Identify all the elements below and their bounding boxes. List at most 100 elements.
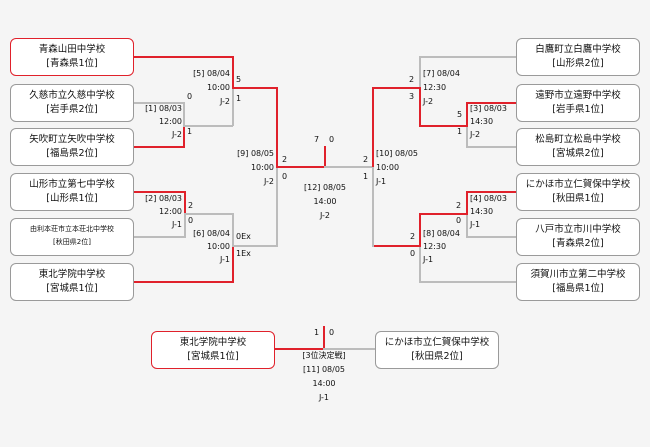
match-time: 12:00 <box>158 117 182 126</box>
team-name: 須賀川市立第二中学校 <box>530 269 626 280</box>
match-time: 14:00 <box>312 379 336 388</box>
team-box-yamagata7: 山形市立第七中学校 [山形県1位] <box>10 173 134 211</box>
team-box-tohoku-third: 東北学院中学校 [宮城県1位] <box>151 331 275 369</box>
match-score: 0Ex <box>236 232 251 241</box>
bracket-line-winner <box>134 56 234 58</box>
bracket-line-winner <box>419 125 468 127</box>
bracket-line <box>323 348 375 350</box>
bracket-line <box>184 214 186 237</box>
team-box-nikaho-third: にかほ市立仁賀保中学校 [秋田県2位] <box>375 331 499 369</box>
bracket-line <box>419 281 516 283</box>
match-score: 0 <box>329 328 335 337</box>
match-time: 10:00 <box>206 242 230 251</box>
bracket-line-winner <box>466 191 516 193</box>
bracket-line-winner <box>372 87 374 167</box>
bracket-line <box>276 167 278 247</box>
match-score: 2 <box>409 75 415 84</box>
bracket-line-winner <box>419 213 421 246</box>
team-box-matsushima: 松島町立松島中学校 [宮城県2位] <box>516 128 640 166</box>
match-number: [11] 08/05 <box>302 365 346 374</box>
bracket-line <box>419 56 516 58</box>
match-court: J-2 <box>263 177 274 186</box>
match-score: 3 <box>409 92 415 101</box>
match-score: 2 <box>188 201 194 210</box>
match-score: 0 <box>187 92 193 101</box>
team-prefecture: [福島県2位] <box>46 148 98 159</box>
bracket-line-winner <box>134 281 234 283</box>
bracket-line-winner <box>232 87 278 89</box>
match-score: 0 <box>456 216 462 225</box>
match-score: 5 <box>457 110 463 119</box>
bracket-line-winner <box>419 88 421 126</box>
match-court: J-1 <box>376 177 387 186</box>
team-box-tono: 遠野市立遠野中学校 [岩手県1位] <box>516 84 640 122</box>
bracket-line <box>466 236 516 238</box>
match-court: J-2 <box>219 97 230 106</box>
bracket-line-winner <box>232 246 234 283</box>
team-prefecture: [青森県2位] <box>552 238 604 249</box>
team-box-tohoku-left: 東北学院中学校 [宮城県1位] <box>10 263 134 301</box>
bracket-line-winner <box>373 87 421 89</box>
match-court: J-2 <box>470 130 481 139</box>
team-prefecture: [宮城県2位] <box>552 148 604 159</box>
match-number: [5] 08/04 <box>193 69 230 78</box>
bracket-line-winner <box>134 191 186 193</box>
bracket-line <box>466 127 468 148</box>
team-box-kuji: 久慈市立久慈中学校 [岩手県2位] <box>10 84 134 122</box>
match-score: 0 <box>188 216 194 225</box>
bracket-line-winner <box>276 87 278 167</box>
match-score: 5 <box>236 75 242 84</box>
team-prefecture: [山形県1位] <box>46 193 98 204</box>
match-court: J-2 <box>423 97 434 106</box>
match-number: [2] 08/03 <box>145 194 182 203</box>
third-place-title: [3位決定戦] <box>302 351 346 360</box>
team-prefecture: [秋田県1位] <box>552 193 604 204</box>
bracket-line-winner <box>466 102 516 104</box>
team-name: 青森山田中学校 <box>38 44 106 55</box>
bracket-line <box>419 246 421 283</box>
match-time: 14:00 <box>313 197 337 206</box>
team-prefecture: [山形県2位] <box>552 58 604 69</box>
bracket-line-winner <box>324 146 326 168</box>
match-score: 7 <box>314 135 320 144</box>
bracket-line <box>466 146 516 148</box>
team-prefecture: [岩手県2位] <box>46 104 98 115</box>
match-number: [7] 08/04 <box>423 69 460 78</box>
match-court: J-1 <box>219 255 230 264</box>
match-court: J-1 <box>318 393 330 402</box>
team-prefecture: [秋田県2位] <box>53 238 91 246</box>
team-name: 松島町立松島中学校 <box>535 134 621 145</box>
match-time: 14:30 <box>470 207 494 216</box>
bracket-line-winner <box>466 191 468 214</box>
bracket-line-winner <box>134 146 185 148</box>
team-box-sukagawa: 須賀川市立第二中学校 [福島県1位] <box>516 263 640 301</box>
team-name: 東北学院中学校 <box>38 269 106 280</box>
match-court: J-2 <box>319 211 331 220</box>
bracket-line <box>372 167 374 247</box>
team-name: 東北学院中学校 <box>179 337 247 348</box>
match-score: 0 <box>282 172 288 181</box>
bracket-line-winner <box>466 102 468 127</box>
match-score: 1 <box>187 127 193 136</box>
bracket-line <box>232 213 234 246</box>
bracket-line <box>324 166 374 168</box>
bracket-line <box>232 245 278 247</box>
match-score: 0 <box>329 135 335 144</box>
team-name: 八戸市立市川中学校 <box>535 224 621 235</box>
match-number: [6] 08/04 <box>193 229 230 238</box>
team-box-hachinohe: 八戸市立市川中学校 [青森県2位] <box>516 218 640 256</box>
bracket-line <box>184 213 234 215</box>
match-time: 12:30 <box>423 242 447 251</box>
match-score: 1 <box>236 94 242 103</box>
match-time: 12:00 <box>158 207 182 216</box>
team-prefecture: [宮城県1位] <box>46 283 98 294</box>
match-score: 1 <box>314 328 320 337</box>
match-time: 10:00 <box>206 83 230 92</box>
bracket-line-winner <box>275 348 325 350</box>
bracket-line <box>183 125 233 127</box>
match-court: J-1 <box>470 220 481 229</box>
team-prefecture: [秋田県2位] <box>411 351 463 362</box>
match-score: 0 <box>410 249 416 258</box>
team-prefecture: [岩手県1位] <box>552 104 604 115</box>
bracket-line-winner <box>183 125 185 148</box>
